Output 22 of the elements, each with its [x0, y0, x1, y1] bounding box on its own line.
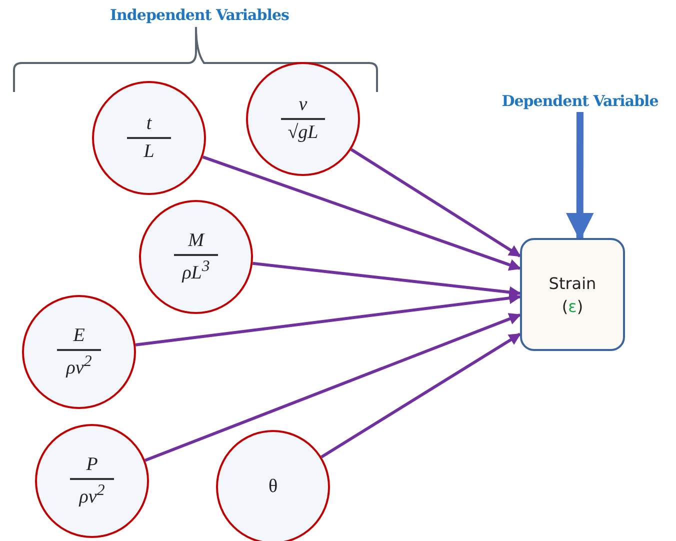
symbol-text: (ε) [562, 296, 584, 316]
box-title: Strain [548, 274, 596, 292]
numerator: P [86, 454, 98, 476]
denominator: ρv$^{2}$ [79, 482, 105, 508]
numerator: E [73, 325, 85, 348]
denominator: ρL$^{3}$ [182, 258, 210, 284]
numerator: v [298, 94, 308, 116]
arrow [350, 148, 522, 258]
numerator: t [146, 113, 152, 136]
denominator: ρv$^{2}$ [66, 352, 92, 379]
numerator: M [188, 230, 204, 252]
arrow [320, 332, 522, 458]
arrow [144, 313, 522, 462]
denominator: √gL [288, 122, 318, 144]
group-heading: Independent Variables [110, 6, 289, 24]
heading-text: Dependent Variable [502, 92, 658, 110]
arrow [566, 112, 594, 241]
denominator: L [144, 140, 154, 163]
variable-symbol: θ [268, 476, 278, 498]
arrow [135, 292, 522, 346]
arrow [202, 156, 522, 271]
output-box [520, 238, 625, 351]
